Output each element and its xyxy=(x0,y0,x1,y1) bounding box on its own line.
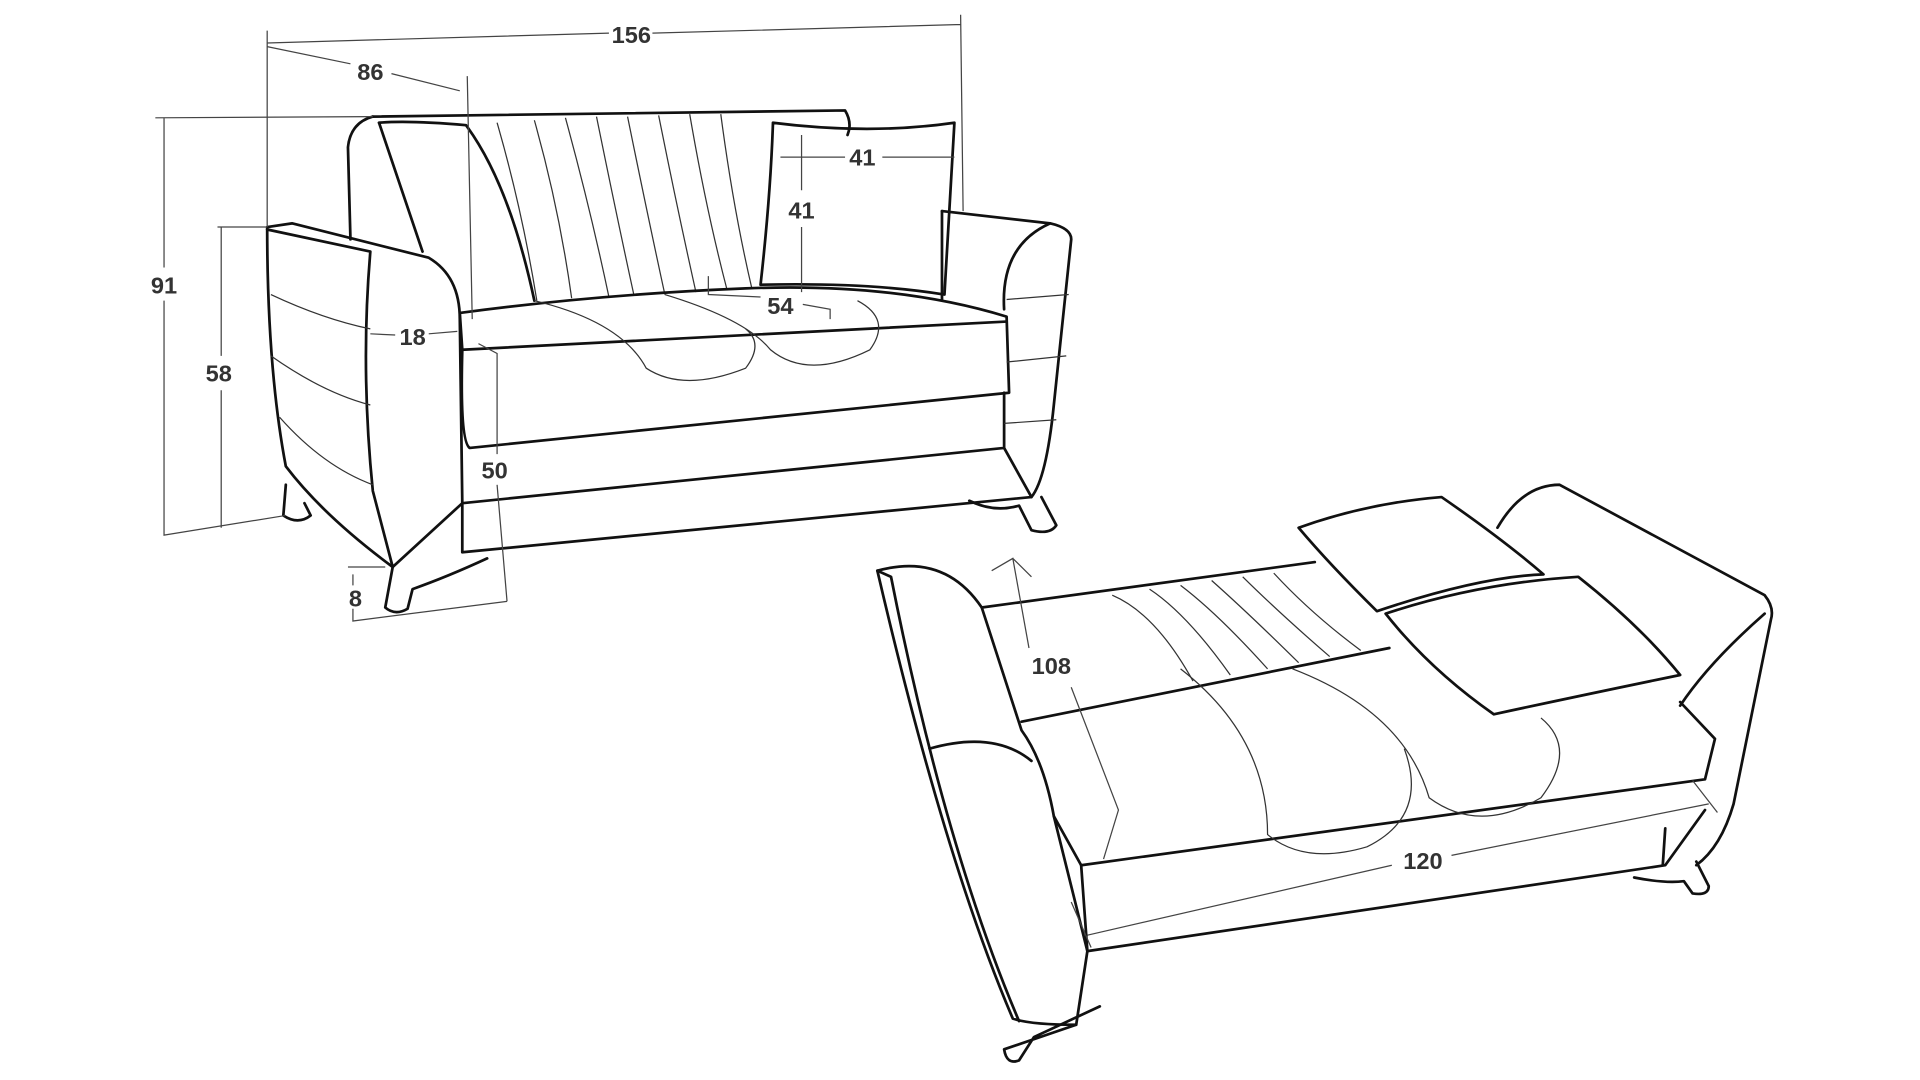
seat-depth-label: 54 xyxy=(767,293,793,319)
bed-dimension-lines xyxy=(991,557,1718,948)
arm-height-label: 58 xyxy=(206,361,232,387)
leg-height-label: 8 xyxy=(349,585,362,611)
pillow-height-label: 41 xyxy=(788,198,814,224)
sofa-bed-drawing xyxy=(875,483,1774,1063)
seat-height-label: 50 xyxy=(481,458,507,484)
pillow-width-label: 41 xyxy=(849,145,875,171)
depth-label: 86 xyxy=(357,59,383,85)
closed-dimension-lines xyxy=(155,14,964,622)
bed-length-label: 108 xyxy=(1032,653,1071,679)
width-label: 156 xyxy=(612,22,651,48)
bed-width-label: 120 xyxy=(1403,848,1442,874)
arm-width-label: 18 xyxy=(399,324,425,350)
height-label: 91 xyxy=(151,272,177,298)
sofa-closed-drawing xyxy=(265,109,1073,614)
